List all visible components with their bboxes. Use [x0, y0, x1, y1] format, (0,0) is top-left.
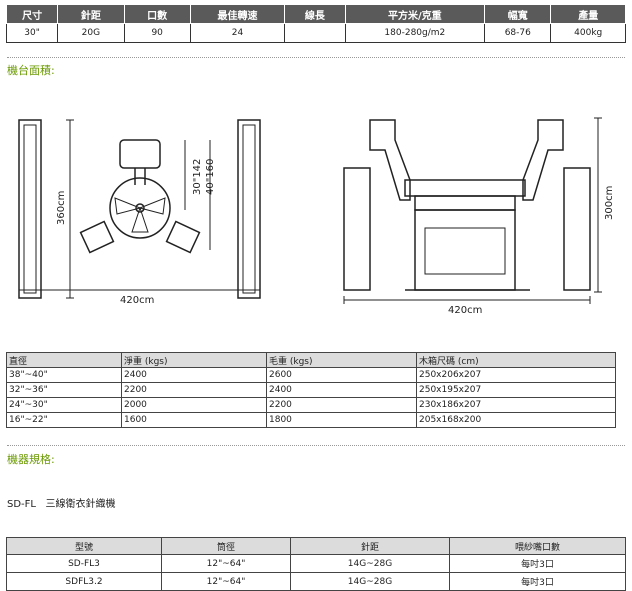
cell: 1600	[121, 412, 267, 428]
front-left-arm	[369, 119, 411, 201]
section-title-machine: 機器規格:	[7, 453, 55, 466]
front-mid-ring	[414, 195, 516, 211]
table-row: 38"~40" 2400 2600 250x206x207	[6, 367, 616, 383]
header-cylinder-diameter: 筒徑	[161, 537, 291, 555]
cell: 2200	[121, 382, 267, 398]
cell: 2600	[266, 367, 417, 383]
table-row: 24"~30" 2000 2200 230x186x207	[6, 397, 616, 413]
dimension-height-left: 360cm	[56, 191, 67, 225]
table-row: 16"~22" 1600 1800 205x168x200	[6, 412, 616, 428]
floor-plan-diagram: 360cm 420cm 30"142 40"160 300cm 420cm	[18, 117, 615, 316]
front-left-creel	[343, 167, 371, 291]
cell: 230x186x207	[416, 397, 616, 413]
divider	[7, 57, 625, 58]
header-weight: 平方米/克重	[344, 4, 486, 24]
spec-cell: 400kg	[550, 23, 626, 43]
right-frame-outer	[237, 119, 261, 299]
pack-header-row: 直徑 淨重 (kgs) 毛重 (kgs) 木箱尺碼 (cm)	[6, 352, 616, 368]
cell: 14G~28G	[290, 572, 450, 591]
spec-cell	[284, 23, 346, 43]
cell: 2400	[121, 367, 267, 383]
spec-cell: 30"	[5, 23, 59, 43]
machine-name: SD-FL 三線衛衣針織機	[7, 499, 116, 510]
cell: 2000	[121, 397, 267, 413]
dimension-v2: 40"160	[205, 159, 216, 195]
cell: 250x206x207	[416, 367, 616, 383]
spec-cell: 90	[123, 23, 191, 43]
cell: 每吋3口	[449, 572, 626, 591]
header-feeders-per-inch: 喂紗嘴口數	[449, 537, 626, 555]
cell: 2200	[266, 397, 417, 413]
machine-top-unit	[119, 139, 161, 169]
cell: 24"~30"	[6, 397, 122, 413]
dimension-width-left: 420cm	[120, 295, 154, 306]
table-row: SDFL3.2 12"~64" 14G~28G 每吋3口	[6, 572, 626, 591]
cell: 250x195x207	[416, 382, 616, 398]
header-yarn-length: 線長	[284, 4, 346, 24]
cell: 1800	[266, 412, 417, 428]
left-frame-outer	[18, 119, 42, 299]
cell: SDFL3.2	[6, 572, 162, 591]
cell: SD-FL3	[6, 554, 162, 573]
spec-cell: 20G	[57, 23, 125, 43]
header-size: 尺寸	[5, 4, 59, 24]
cell: 2400	[266, 382, 417, 398]
right-frame-inner	[242, 124, 256, 294]
divider	[7, 445, 625, 446]
machine-arm-left	[79, 220, 115, 254]
model-table: 型號 筒徑 針距 喂紗嘴口數 SD-FL3 12"~64" 14G~28G 每吋…	[6, 537, 626, 591]
cell: 每吋3口	[449, 554, 626, 573]
cell: 38"~40"	[6, 367, 122, 383]
header-net-weight: 淨重 (kgs)	[121, 352, 267, 368]
cell: 32"~36"	[6, 382, 122, 398]
machine-cylinder	[109, 177, 171, 239]
header-gauge: 針距	[290, 537, 450, 555]
dimension-v1: 30"142	[192, 159, 203, 195]
machine-arm-right	[165, 220, 201, 254]
spec-data-row: 30" 20G 90 24 180-280g/m2 68-76 400kg	[5, 23, 626, 43]
header-gross-weight: 毛重 (kgs)	[266, 352, 417, 368]
model-header-row: 型號 筒徑 針距 喂紗嘴口數	[6, 537, 626, 555]
front-right-creel	[563, 167, 591, 291]
cell: 205x168x200	[416, 412, 616, 428]
dimension-height-right: 300cm	[604, 186, 615, 220]
header-output: 產量	[550, 4, 626, 24]
header-model: 型號	[6, 537, 162, 555]
front-frame	[414, 209, 516, 291]
cell: 12"~64"	[161, 572, 291, 591]
spec-table: 尺寸 針距 口數 最佳轉速 線長 平方米/克重 幅寬 產量 30" 20G 90…	[5, 4, 626, 43]
dimension-width-right: 420cm	[448, 305, 482, 316]
front-fabric-area	[424, 227, 506, 275]
left-frame-inner	[23, 124, 37, 294]
spec-cell: 180-280g/m2	[344, 23, 486, 43]
header-gauge: 針距	[57, 4, 125, 24]
table-row: 32"~36" 2200 2400 250x195x207	[6, 382, 616, 398]
section-title-area: 機台面積:	[7, 64, 55, 77]
header-diameter: 直徑	[6, 352, 122, 368]
header-width: 幅寬	[484, 4, 552, 24]
table-row: SD-FL3 12"~64" 14G~28G 每吋3口	[6, 554, 626, 573]
cell: 16"~22"	[6, 412, 122, 428]
front-right-arm	[522, 119, 564, 201]
spec-cell: 68-76	[484, 23, 552, 43]
packing-table: 直徑 淨重 (kgs) 毛重 (kgs) 木箱尺碼 (cm) 38"~40" 2…	[6, 352, 616, 428]
header-crate-size: 木箱尺碼 (cm)	[416, 352, 616, 368]
cell: 14G~28G	[290, 554, 450, 573]
cell: 12"~64"	[161, 554, 291, 573]
machine-center	[135, 203, 145, 213]
front-top-ring	[404, 179, 526, 197]
